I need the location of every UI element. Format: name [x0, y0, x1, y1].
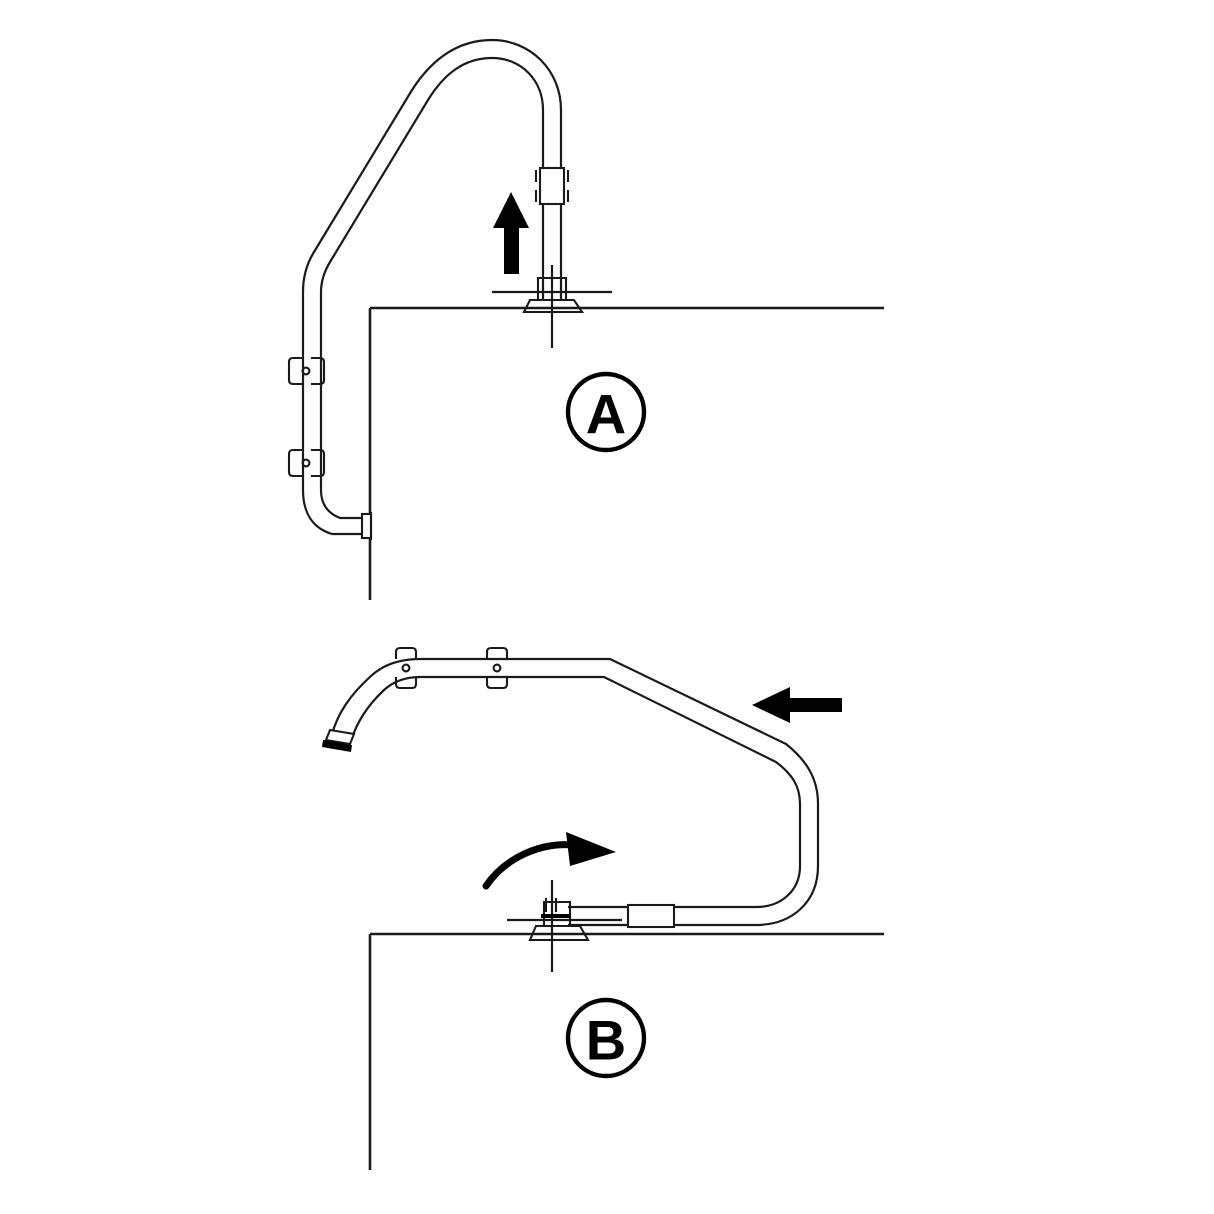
- rail-outer-wall-b: [330, 657, 820, 927]
- deck-flange-b: [528, 898, 590, 942]
- rail-end-cap-b: [322, 728, 356, 752]
- flange-base-b: [528, 924, 590, 942]
- bracket-bolt-hole-left-b: [401, 663, 411, 673]
- end-cap-body-b: [324, 728, 356, 746]
- bracket-bottom-right-b: [485, 677, 509, 690]
- left-arrow-head-b: [752, 687, 790, 723]
- deck-flange-a: [522, 276, 584, 314]
- up-arrow-shaft-a: [504, 218, 519, 274]
- collar-body-a: [538, 166, 566, 206]
- step-label-circle-b: [565, 997, 647, 1079]
- collar-tabs-a: [534, 170, 570, 202]
- rail-collar-sleeve-a: [534, 166, 570, 206]
- rail-inner-wall-a: [319, 56, 545, 520]
- flange-band-b: [541, 914, 571, 918]
- up-arrow-head-a: [493, 192, 529, 228]
- step-label-circle-a: [565, 371, 647, 453]
- mounting-bracket-left-b: [394, 646, 418, 690]
- bracket-left-upper-a: [287, 356, 303, 386]
- flange-fitting-b: [544, 898, 558, 912]
- bracket-left-lower-a: [287, 448, 303, 478]
- mounting-bracket-right-b: [485, 646, 509, 690]
- rotation-arrow-curve-b: [482, 841, 578, 890]
- deck-profile-b: [368, 932, 884, 1170]
- rail-outer-wall-a: [301, 38, 563, 536]
- bracket-top-right-b: [485, 646, 509, 659]
- step-label-a: A: [565, 371, 647, 453]
- rail-end-cap-a: [360, 512, 373, 540]
- rotation-arrow-head-b: [566, 832, 616, 866]
- step-label-text-b: B: [586, 1009, 626, 1072]
- mounting-bracket-lower-a: [287, 448, 326, 478]
- bracket-bottom-left-b: [394, 677, 418, 690]
- bracket-bolt-hole-upper-a: [301, 366, 311, 376]
- left-arrow-shaft-b: [786, 698, 842, 712]
- rotation-arrow-b: [482, 832, 616, 890]
- flange-base-a: [522, 298, 584, 314]
- bracket-right-lower-a: [311, 448, 326, 478]
- bracket-bolt-hole-right-b: [492, 663, 502, 673]
- bracket-bolt-hole-lower-a: [301, 458, 311, 468]
- left-arrow-b: [752, 687, 842, 723]
- up-arrow-a: [493, 192, 529, 274]
- step-label-text-a: A: [586, 383, 626, 446]
- bracket-right-upper-a: [311, 356, 326, 386]
- deck-profile-a: [368, 306, 884, 600]
- end-cap-face-b: [322, 740, 352, 752]
- rail-tube-b: [330, 657, 820, 927]
- mounting-bracket-upper-a: [287, 356, 326, 386]
- step-label-b: B: [565, 997, 647, 1079]
- bracket-top-left-b: [394, 646, 418, 659]
- collar-body-b: [626, 903, 676, 929]
- rail-inner-wall-b: [350, 675, 802, 909]
- rail-collar-sleeve-b: [626, 903, 676, 929]
- rail-tube-a: [301, 38, 563, 536]
